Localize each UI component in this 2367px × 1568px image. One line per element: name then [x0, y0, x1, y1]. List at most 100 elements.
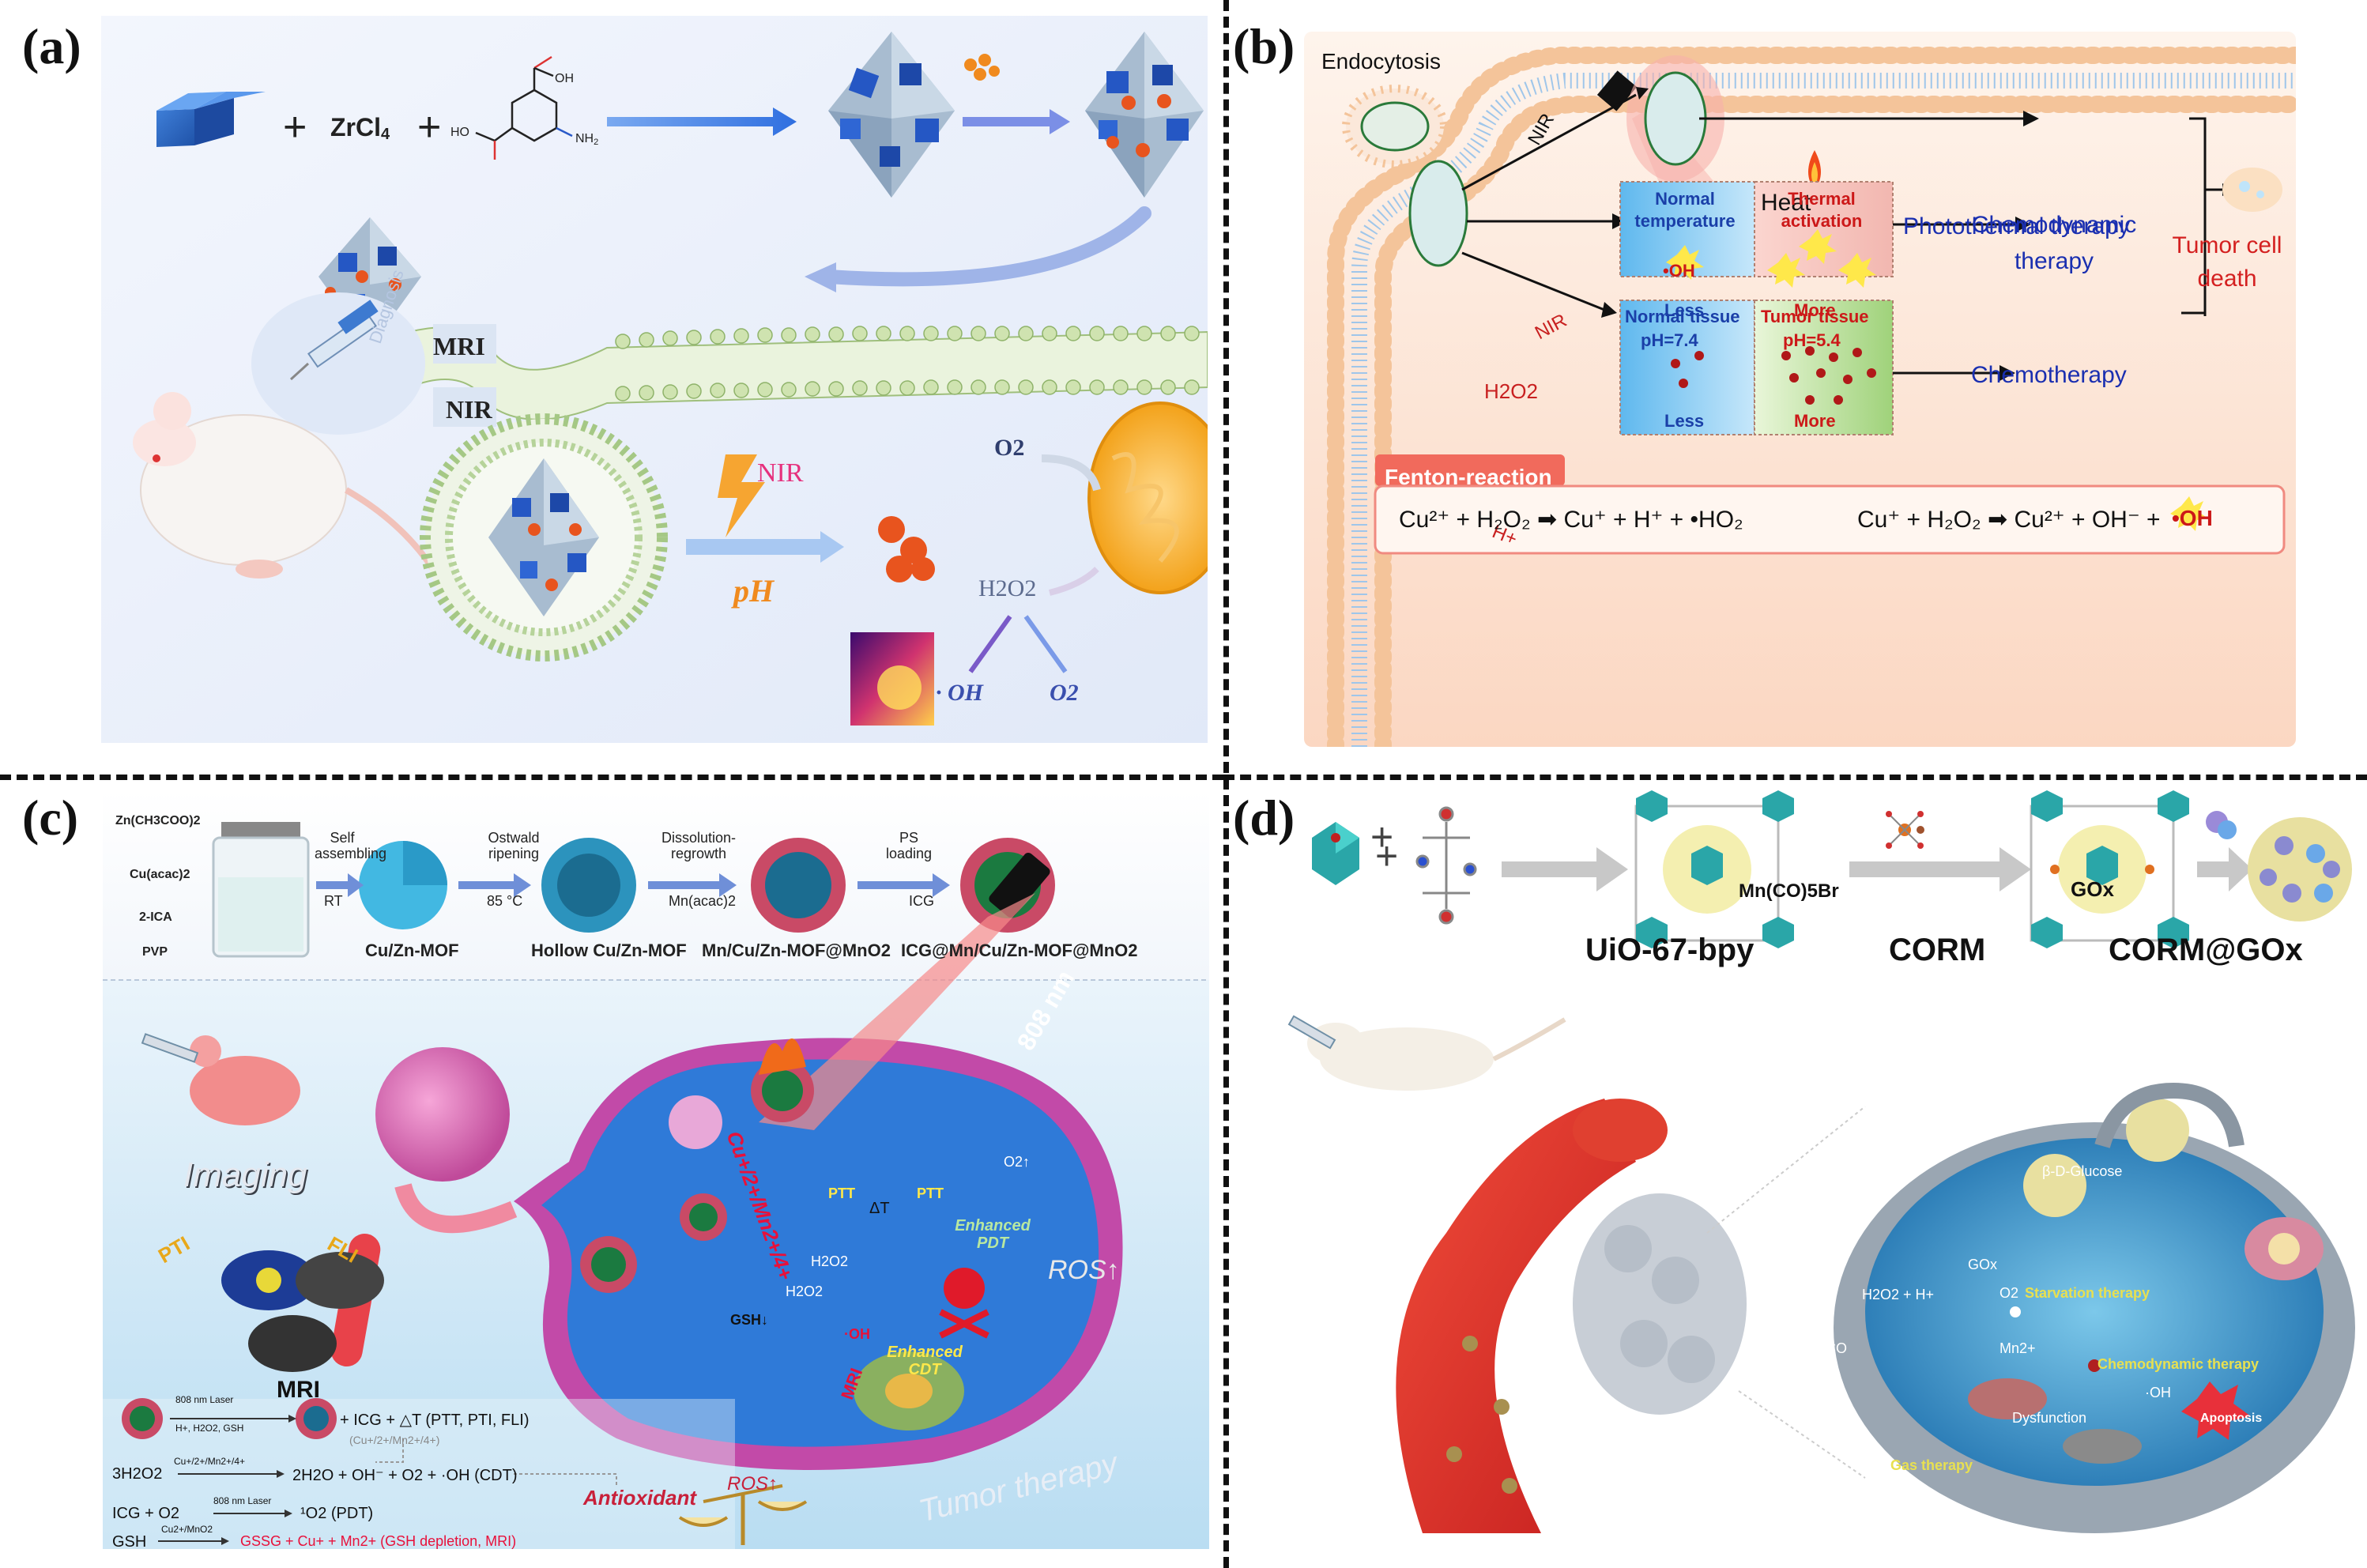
synthesis-arrow-1 — [607, 107, 797, 136]
h2o2-split-right — [1023, 615, 1068, 673]
nh2-group-label: NH2 — [575, 132, 598, 147]
step4-top-text: PS loading — [885, 830, 933, 861]
endocytic-membrane — [2094, 1082, 2245, 1148]
horizontal-divider-left — [0, 775, 1223, 780]
ptt-text-2: PTT — [917, 1185, 944, 1201]
plus-d: + — [1375, 834, 1398, 878]
imaging-text: Imaging — [183, 1155, 307, 1194]
h2o2-arrow-text: H2O2 — [1484, 379, 1538, 403]
panel-d-label: (d) — [1233, 790, 1295, 846]
membrane-inner — [1351, 73, 2296, 747]
bpy-linker-icon — [1415, 806, 1477, 925]
plus-sign-1: + — [283, 104, 307, 150]
reaction3-condition: 808 nm Laser — [213, 1495, 272, 1506]
skull-icon — [939, 1268, 989, 1339]
mof-cube-icon — [156, 92, 266, 147]
uio-framework-icon — [1634, 790, 1794, 948]
blood-vessel-d — [1396, 1099, 1636, 1533]
corm-gox-particle — [2248, 817, 2352, 922]
panel-a-svg: + ZrCl4 + OH HO NH2 — [101, 16, 1233, 743]
more-text-2: More — [1794, 411, 1836, 431]
syringe-d-icon — [1287, 1015, 1336, 1050]
h2o2-b-text: H2O2 — [786, 1283, 824, 1299]
step3-bottom-text: Mn(acac)2 — [669, 893, 737, 909]
ros-up-text: ROS↑ — [1048, 1255, 1120, 1285]
released-nanoparticles — [878, 516, 935, 582]
oh-burst-eq — [2170, 496, 2208, 531]
membrane-outer — [1327, 47, 2305, 756]
gox-enzyme-icon — [2206, 811, 2237, 839]
less-text-2: Less — [1664, 411, 1705, 431]
release-arrow — [686, 539, 820, 555]
normal-temperature-text: Normal temperature — [1634, 189, 1736, 231]
panel-b-svg — [1304, 32, 2305, 756]
particle-in-cell — [2023, 1154, 2086, 1217]
h2o2-split-left — [968, 615, 1012, 673]
nir-text: NIR — [446, 395, 492, 424]
panel-c-figure — [103, 790, 1209, 1549]
mouse-d-icon — [1307, 1017, 1566, 1091]
ho-group-label: HO — [450, 126, 469, 139]
panel-a-label: (a) — [22, 18, 81, 74]
b-d-glucose-text: β-D-Glucose — [2042, 1163, 2123, 1179]
gox-text: GOx — [2071, 877, 2114, 901]
oh-burst-1 — [1666, 245, 1704, 280]
er-organelle — [2245, 1217, 2324, 1280]
step1-top-text: Self assembling — [315, 830, 387, 861]
nir-arrow — [1461, 93, 1637, 191]
dysfunction-text: Dysfunction — [2012, 1410, 2087, 1426]
mn-co-reagent-icon — [1886, 811, 1924, 849]
endocytosis-text: Endocytosis — [1321, 49, 1441, 74]
step2-bottom-text: 85 °C — [487, 893, 523, 909]
aminoterephthalic-acid-icon — [475, 55, 573, 160]
corm-gox-text: CORM@GOx — [2109, 933, 2303, 967]
antioxidant-text: Antioxidant — [583, 1486, 696, 1510]
normal-tissue-box — [1619, 300, 1755, 435]
tumor-cell-interior — [541, 1059, 1099, 1447]
hydroxyl-text: · OH — [936, 680, 983, 706]
product4-text: ICG@Mn/Cu/Zn-MOF@MnO2 — [901, 940, 1138, 960]
oh-d-text: ·OH — [2145, 1385, 2171, 1400]
fenton-equation-box — [1374, 484, 2286, 555]
reaction4-reactant: GSH — [112, 1533, 147, 1551]
endocytosis-nanoparticle — [1342, 85, 1448, 168]
corm-text: CORM — [1889, 933, 1986, 967]
uio-text: UiO-67-bpy — [1585, 933, 1755, 967]
drug-nanoparticles-icon — [964, 54, 1000, 81]
step-arrow-3 — [648, 873, 737, 897]
product3-text: Mn/Cu/Zn-MOF@MnO2 — [702, 940, 891, 960]
h2o2-text: H2O2 — [978, 575, 1037, 601]
panel-a-figure: + ZrCl4 + OH HO NH2 — [101, 16, 1233, 743]
chemotherapy-text: Chemotherapy — [1971, 362, 2127, 388]
arrow-d-3 — [2197, 847, 2252, 891]
nir-box — [433, 387, 496, 427]
mnco-text: MnCO — [1811, 1159, 1868, 1180]
plus-d-text: + — [1370, 815, 1394, 859]
step1-bottom-text: RT — [324, 893, 343, 909]
syringe-c-icon — [141, 1033, 199, 1063]
diagnosis-halo — [251, 292, 425, 435]
nir-lightning-icon — [718, 454, 765, 537]
endocytosed-particle — [2126, 1099, 2189, 1162]
nir-trigger-text: NIR — [757, 458, 804, 488]
panel-c-svg — [103, 790, 1209, 1549]
step4-bottom-text: ICG — [909, 893, 935, 909]
mri-text: MRI — [433, 332, 485, 360]
o2-arrow — [1041, 454, 1101, 492]
mouse-pink-icon — [190, 1035, 300, 1125]
arrow-d-1 — [1502, 847, 1628, 891]
chemodynamic-d-text: Chemodynamic therapy — [2098, 1356, 2260, 1372]
ros-up-2-text: ROS↑ — [727, 1473, 778, 1494]
reaction3-reactant: ICG + O2 — [112, 1505, 180, 1522]
mouse-icon — [133, 392, 436, 579]
vertical-divider — [1223, 0, 1229, 1568]
step-arrow-2 — [458, 873, 531, 897]
zrcl4-label: ZrCl4 — [330, 113, 390, 143]
tumor-cell-icon — [2222, 168, 2282, 212]
tumor-tissue-box — [1754, 300, 1894, 435]
heat-text: Heat — [1761, 190, 1811, 216]
cu-acac-text: Cu(acac)2 — [130, 868, 190, 881]
mitochondrion-d2-icon — [2063, 1429, 2142, 1464]
panel-c-label: (c) — [22, 790, 79, 846]
reaction3-products: ¹O2 (PDT) — [300, 1505, 374, 1522]
